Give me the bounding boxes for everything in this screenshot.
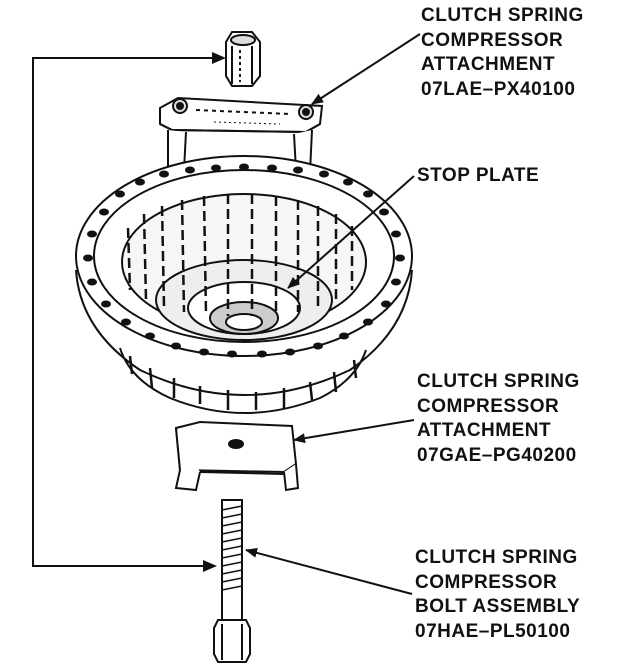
callout-line: BOLT ASSEMBLY xyxy=(415,596,581,617)
callout-bolt-assembly: CLUTCH SPRING COMPRESSOR BOLT ASSEMBLY 0… xyxy=(415,546,580,644)
compressor-bolt xyxy=(213,499,251,663)
callout-part-number: 07LAE–PX40100 xyxy=(421,78,576,100)
callout-line: COMPRESSOR xyxy=(415,571,558,593)
callout-part-number: 07HAE–PL50100 xyxy=(415,620,571,642)
callout-stop-plate: STOP PLATE xyxy=(417,164,539,189)
callout-part-number: 07GAE–PG40200 xyxy=(417,444,577,466)
callout-line: COMPRESSOR xyxy=(421,29,564,51)
callout-line: CLUTCH SPRING xyxy=(415,547,578,568)
callout-line: STOP PLATE xyxy=(417,165,540,186)
callout-lower-attachment: CLUTCH SPRING COMPRESSOR ATTACHMENT 07GA… xyxy=(417,370,580,468)
alignment-bracket xyxy=(32,52,226,572)
clutch-drum xyxy=(75,155,413,414)
callout-line: ATTACHMENT xyxy=(421,54,556,75)
callout-top-attachment: CLUTCH SPRING COMPRESSOR ATTACHMENT 07LA… xyxy=(421,4,584,102)
top-attachment-bridge xyxy=(159,96,324,174)
top-nut xyxy=(225,31,261,87)
callout-line: ATTACHMENT xyxy=(417,420,552,441)
leader-lower-attachment xyxy=(293,419,415,444)
callout-line: CLUTCH SPRING xyxy=(421,5,584,26)
leader-stop-plate xyxy=(287,175,415,289)
leader-bolt-assembly xyxy=(245,547,413,595)
lower-attachment-block xyxy=(174,420,300,492)
leader-lines xyxy=(245,33,421,595)
callout-line: CLUTCH SPRING xyxy=(417,371,580,392)
callout-line: COMPRESSOR xyxy=(417,395,560,417)
leader-top-attachment xyxy=(311,33,421,105)
